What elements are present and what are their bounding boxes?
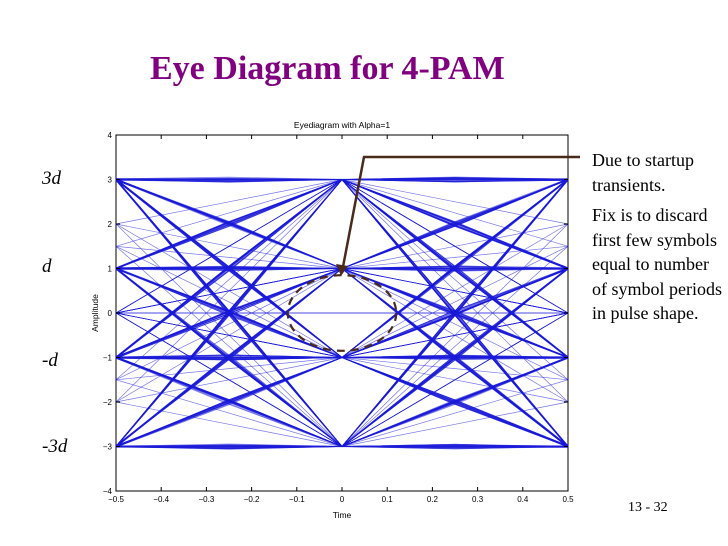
level-label-minus-d: -d	[42, 350, 58, 371]
y-tick-label: 2	[108, 220, 113, 229]
annotation-dashed-circle	[286, 274, 398, 352]
level-label-3d: 3d	[42, 168, 61, 189]
x-tick-label: 0.1	[382, 495, 394, 504]
y-tick-label: −1	[103, 354, 113, 363]
axes: −0.5 −0.4 −0.3 −0.2 −0.1 0 0.1 0.2 0.3 0.4 0.5 −4 −3…	[103, 131, 574, 504]
note-line-fix: Fix is to discard first few symbols equa…	[592, 205, 722, 323]
slide-title: Eye Diagram for 4-PAM	[150, 50, 505, 87]
y-tick-label: −2	[103, 398, 113, 407]
y-tick-label: 4	[108, 131, 113, 140]
y-tick-label: 1	[108, 265, 113, 274]
x-tick-label: −0.3	[199, 495, 215, 504]
annotation-pointer-line	[340, 155, 582, 273]
x-tick-label: 0	[340, 495, 345, 504]
x-axis-label: Time	[333, 510, 352, 520]
y-axis-label: Amplitude	[90, 294, 100, 332]
chart-title: Eyediagram with Alpha=1	[294, 120, 390, 130]
y-tick-label: 0	[108, 309, 113, 318]
y-tick-label: −3	[103, 443, 113, 452]
x-tick-label: 0.5	[562, 495, 574, 504]
y-tick-label: −4	[103, 487, 113, 496]
annotation-note: Due to startup transients. Fix is to dis…	[580, 146, 726, 334]
x-tick-label: 0.3	[472, 495, 484, 504]
slide-number: 13 - 32	[628, 500, 668, 515]
annotation-pointer-arrowhead	[336, 264, 348, 276]
y-tick-label: 3	[108, 176, 113, 185]
note-line-startup: Due to startup transients.	[592, 150, 694, 195]
x-tick-label: −0.1	[289, 495, 305, 504]
level-label-minus-3d: -3d	[42, 436, 68, 457]
x-tick-label: 0.4	[517, 495, 529, 504]
level-label-d: d	[42, 256, 52, 277]
x-tick-label: −0.5	[108, 495, 124, 504]
x-tick-label: 0.2	[427, 495, 439, 504]
x-tick-label: −0.2	[244, 495, 260, 504]
x-tick-label: −0.4	[153, 495, 169, 504]
